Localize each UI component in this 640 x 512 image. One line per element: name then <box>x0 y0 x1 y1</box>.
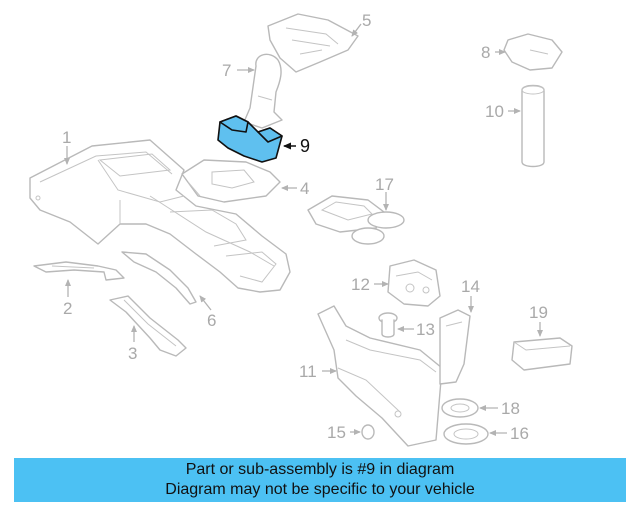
part-cup-holder-lower[interactable] <box>443 423 489 445</box>
callout-6[interactable]: 6 <box>207 311 216 330</box>
callout-2[interactable]: 2 <box>63 299 72 318</box>
banner-line-disclaimer: Diagram may not be specific to your vehi… <box>165 481 475 498</box>
callout-1[interactable]: 1 <box>62 128 71 147</box>
part-cup-holder-tray[interactable] <box>307 195 405 245</box>
info-banner: Part or sub-assembly is #9 in diagram Di… <box>14 458 626 502</box>
part-armrest-lid[interactable] <box>439 309 471 385</box>
callout-17[interactable]: 17 <box>375 175 394 194</box>
banner-line-part: Part or sub-assembly is #9 in diagram <box>185 461 455 478</box>
part-clip[interactable] <box>378 312 398 338</box>
callout-3[interactable]: 3 <box>128 344 137 363</box>
callout-14[interactable]: 14 <box>461 277 480 296</box>
callout-12[interactable]: 12 <box>351 275 370 294</box>
part-shift-knob[interactable] <box>243 53 283 129</box>
callout-16[interactable]: 16 <box>510 424 529 443</box>
callout-19[interactable]: 19 <box>529 303 548 322</box>
callout-4[interactable]: 4 <box>300 179 309 198</box>
callout-8[interactable]: 8 <box>481 43 490 62</box>
callout-15[interactable]: 15 <box>327 423 346 442</box>
callout-labels: 1 2 3 4 5 6 7 8 9 10 11 12 13 14 15 16 1… <box>62 11 548 443</box>
callout-5[interactable]: 5 <box>362 11 371 30</box>
part-shift-boot[interactable] <box>217 115 283 163</box>
part-tube[interactable] <box>521 84 545 168</box>
part-console[interactable] <box>29 139 291 293</box>
callout-7[interactable]: 7 <box>222 61 231 80</box>
part-indicator-plate[interactable] <box>267 13 359 73</box>
parts-diagram: 1 2 3 4 5 6 7 8 9 10 11 12 13 14 15 16 1… <box>29 11 573 447</box>
callout-18[interactable]: 18 <box>501 399 520 418</box>
part-cup-holder-upper[interactable] <box>441 398 479 418</box>
part-rear-console[interactable] <box>317 305 443 447</box>
part-plug[interactable] <box>361 424 375 440</box>
callout-9[interactable]: 9 <box>300 136 310 156</box>
leader-lines <box>64 23 543 436</box>
callout-11[interactable]: 11 <box>299 362 317 381</box>
part-latch[interactable] <box>387 259 441 307</box>
callout-13[interactable]: 13 <box>416 320 435 339</box>
part-left-bracket[interactable] <box>33 261 125 281</box>
part-shift-bezel[interactable] <box>181 159 281 203</box>
part-storage-box[interactable] <box>511 337 573 371</box>
part-lower-bracket[interactable] <box>109 295 187 357</box>
part-side-trim[interactable] <box>121 251 197 305</box>
part-knob-insert[interactable] <box>503 33 563 71</box>
callout-10[interactable]: 10 <box>485 102 504 121</box>
